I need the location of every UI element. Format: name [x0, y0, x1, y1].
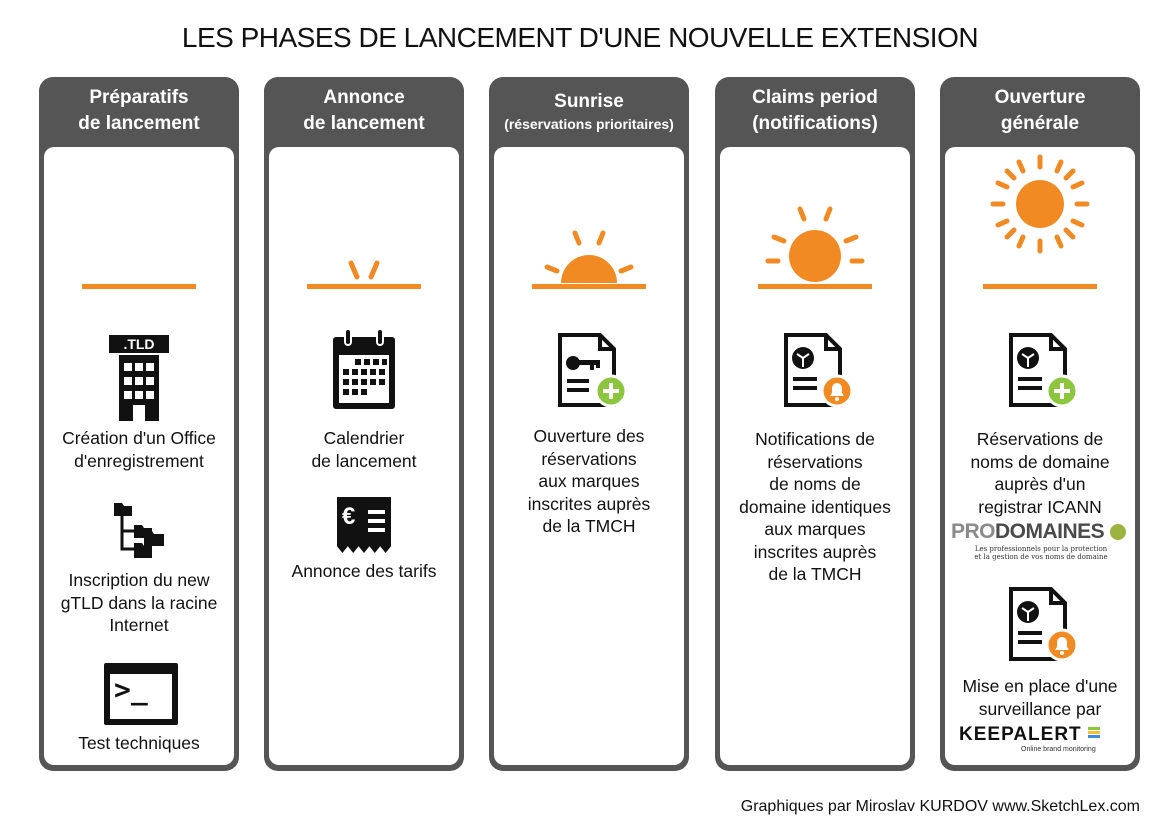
euro-receipt-icon: € — [337, 497, 391, 553]
horizon-line — [307, 284, 421, 289]
horizon-line — [758, 284, 872, 289]
key-document-add-icon — [558, 333, 628, 408]
document-alert-icon — [1009, 587, 1079, 662]
phase-heading-text: Ouverture générale — [994, 87, 1086, 134]
phase-heading-text: Sunrise — [554, 91, 624, 112]
horizon-line — [983, 284, 1097, 289]
phase-column-sunrise: Sunrise (réservations prioritaires) Ouve… — [489, 77, 689, 771]
phase-column-preparation: Préparatifs de lancement .TLD Création d… — [39, 77, 239, 771]
phase-heading-text: Claims period (notifications) — [752, 87, 878, 134]
phase-heading: Claims period (notifications) — [715, 77, 915, 145]
item-label: Création d'un Office d'enregistrement — [62, 428, 216, 471]
phase-heading-text: Annonce de lancement — [303, 87, 425, 134]
document-add-icon — [1009, 333, 1079, 408]
phase-heading: Préparatifs de lancement — [39, 77, 239, 145]
phase-heading-text: Préparatifs de lancement — [78, 87, 200, 134]
horizon-line — [82, 284, 196, 289]
terminal-prompt: >_ — [114, 673, 148, 706]
item-label: Inscription du new gTLD dans la racine I… — [60, 570, 218, 635]
phase-subheading: (réservations prioritaires) — [504, 116, 674, 132]
keepalert-wordmark: KEEPALERT — [959, 725, 1129, 745]
euro-symbol: € — [342, 503, 356, 530]
keepalert-logo: KEEPALERT Online brand monitoring — [959, 725, 1129, 757]
phase-card: .TLD Création d'un Office d'enregistreme… — [44, 147, 234, 765]
full-sun-icon — [990, 154, 1090, 254]
dawn-rays-icon — [348, 260, 380, 280]
page-title: LES PHASES DE LANCEMENT D'UNE NOUVELLE E… — [181, 22, 979, 53]
phase-heading: Ouverture générale — [940, 77, 1140, 145]
footer-credit: Graphiques par Miroslav KURDOV www.Sketc… — [740, 798, 1140, 815]
item-label: Calendrier de lancement — [311, 428, 417, 471]
phase-card: Réservations de noms de domaine auprès d… — [945, 147, 1135, 765]
item-label: Réservations de noms de domaine auprès d… — [970, 429, 1110, 517]
item-label: Notifications de réservations de noms de… — [739, 429, 891, 584]
horizon-line — [532, 284, 646, 289]
prodomaines-tagline: Les professionnels pour la protection et… — [974, 545, 1108, 561]
calendar-icon — [333, 328, 395, 409]
document-alert-icon — [784, 333, 854, 408]
phase-card: Ouverture des réservations aux marques i… — [494, 147, 684, 765]
tld-building-icon: .TLD — [109, 335, 169, 421]
tld-badge-text: .TLD — [123, 336, 154, 352]
phase-column-general-availability: Ouverture générale — [940, 77, 1140, 771]
phase-column-claims: Claims period (notifications) Not — [715, 77, 915, 771]
prodomaines-logo: PRODOMAINES Les professionnels pour la p… — [951, 521, 1131, 561]
phase-column-announcement: Annonce de lancement Calendrier de lance… — [264, 77, 464, 771]
phase-card: Calendrier de lancement € Annonce des ta… — [269, 147, 459, 765]
item-label: Mise en place d'une surveillance par — [962, 676, 1118, 719]
moon-icon — [123, 199, 174, 253]
prodomaines-wordmark: PRODOMAINES — [951, 521, 1131, 543]
phase-heading: Sunrise (réservations prioritaires) — [489, 77, 689, 145]
phase-card: Notifications de réservations de noms de… — [720, 147, 910, 765]
sunrise-icon — [544, 230, 634, 283]
terminal-icon: >_ — [104, 663, 178, 725]
phase-heading: Annonce de lancement — [264, 77, 464, 145]
item-label: Ouverture des réservations aux marques i… — [527, 426, 651, 536]
folder-tree-icon — [114, 503, 164, 558]
item-label: Annonce des tarifs — [291, 561, 437, 581]
rising-sun-icon — [765, 206, 865, 282]
keepalert-tagline: Online brand monitoring — [1021, 746, 1096, 753]
item-label: Test techniques — [78, 733, 200, 753]
